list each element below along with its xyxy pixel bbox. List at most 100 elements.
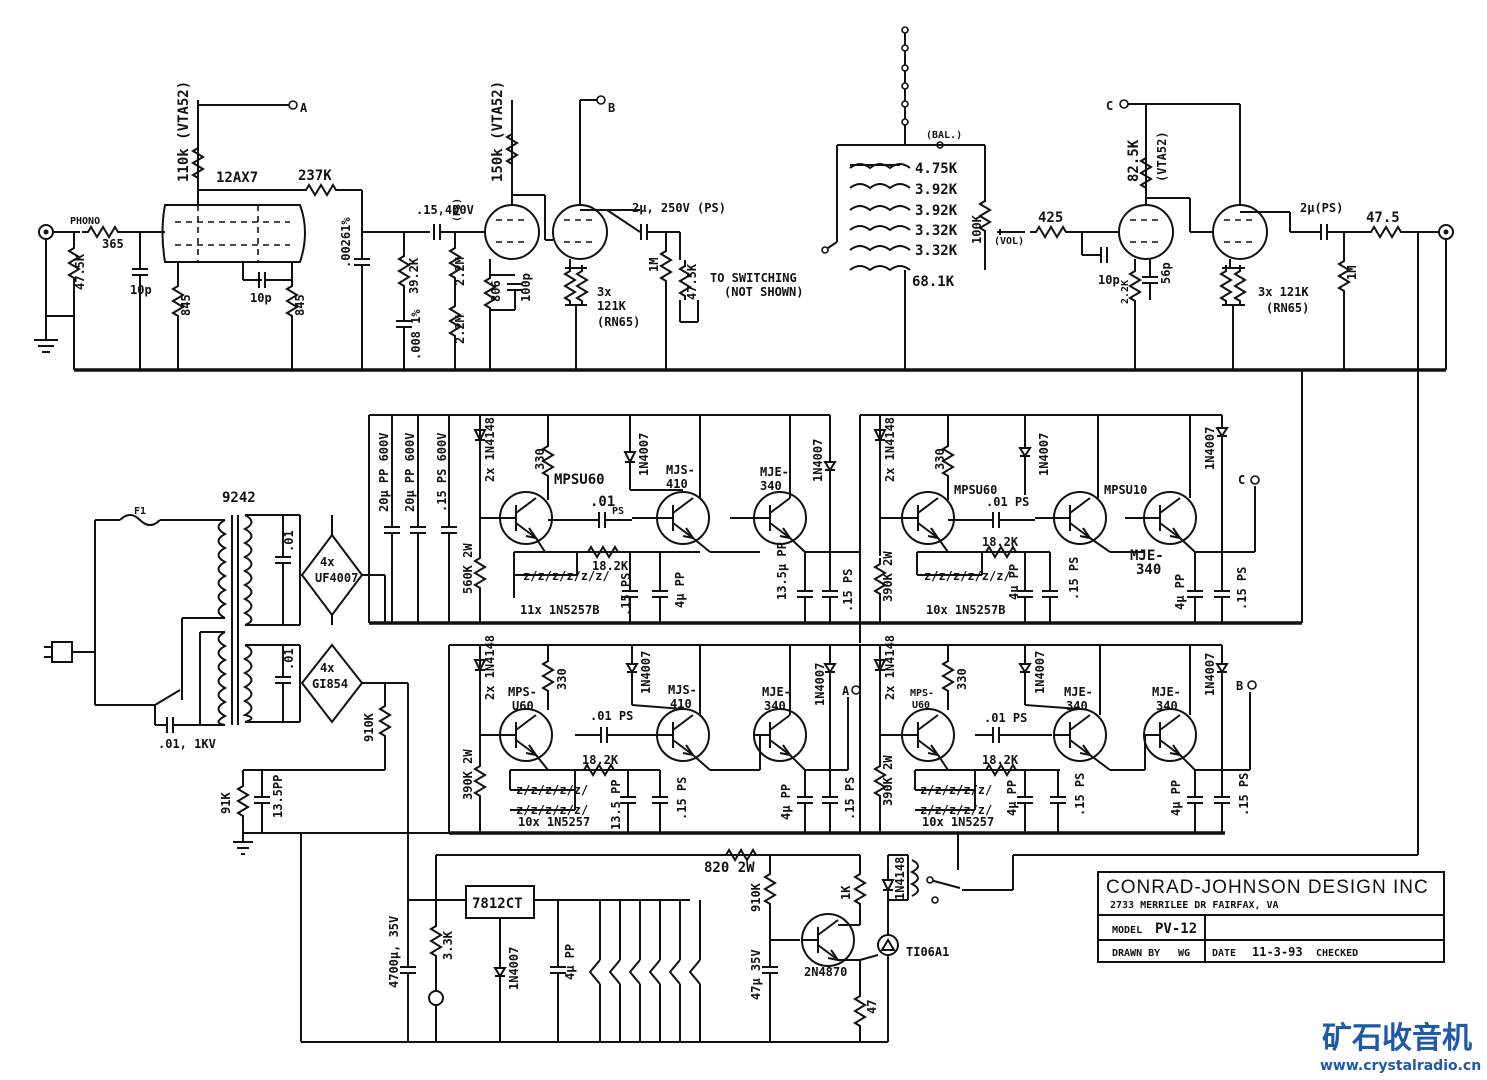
bridge-2-b: GI854 [312, 677, 348, 691]
regb-r18: 18.2K [982, 535, 1019, 549]
zener-b-glyph: z/z/z/z/z/z/ [924, 569, 1011, 583]
stage2: B .15,400V (PS) 39.2K 2.2M 2.2M .008 1% … [395, 81, 803, 370]
c-couple-2: .15,400V [416, 203, 474, 217]
r-k-3: 2.2K [1120, 280, 1131, 304]
regc-r18: 18.2K [582, 753, 619, 767]
c-k-2: 100p [519, 273, 533, 302]
terminal-a: A [300, 101, 308, 115]
led-icon [428, 990, 444, 1006]
regd-q2b: 340 [1066, 699, 1088, 713]
fuse-icon [119, 514, 161, 526]
c-net: .008 1% [409, 309, 423, 360]
transformer-label: 9242 [222, 490, 256, 506]
regd-rcap: 390K 2W [881, 755, 895, 806]
regd-q2a: MJE- [1064, 685, 1093, 699]
c-k: 10p [250, 291, 272, 305]
regc-q3a: MJE- [762, 685, 791, 699]
regb-c01: .01 PS [986, 495, 1029, 509]
c1-3: 10p [1098, 273, 1120, 287]
c-hv-2: 20µ PP 600V [403, 433, 417, 512]
low-voltage-section: 7812CT [300, 700, 1418, 1043]
zener-c-glyph-2: z/z/z/z/z/ [516, 803, 588, 817]
regc-q2b: 410 [670, 697, 692, 711]
regd-r18: 18.2K [982, 753, 1019, 767]
regb-c15: .15 PS [1067, 557, 1081, 600]
r-1m-3: 1M [1345, 266, 1359, 280]
regd-d2: 1N4007 [1203, 653, 1217, 696]
regb-r330: 330 [933, 448, 947, 470]
regb-rcap: 390K 2W [881, 551, 895, 602]
date-value: 11-3-93 [1252, 945, 1303, 959]
tube-3a-icon [1118, 204, 1174, 260]
c2-3: 56p [1159, 262, 1173, 284]
regd-q1b: U60 [912, 700, 930, 711]
model-label: MODEL [1112, 925, 1142, 936]
regc-q2a: MJS- [668, 683, 697, 697]
regb-zener: 10x 1N5257B [926, 603, 1005, 617]
power-section: F1 .01, 1KV 9242 4x UF4007 .01 [44, 414, 458, 855]
regd-q1a: MPS- [910, 688, 934, 699]
regb-q3b: 340 [1136, 562, 1161, 578]
r-k2: 845 [293, 294, 307, 316]
regb-c4ub: 4µ PP [1173, 574, 1187, 610]
c-out-2: 2µ, 250V (PS) [632, 201, 726, 215]
ground-bus [74, 368, 1446, 835]
c-couple-type: (PS) [452, 198, 463, 222]
vol-label: (VOL) [994, 236, 1024, 247]
lv-c4700: 4700µ, 35V [387, 916, 401, 988]
bridge-2-a: 4x [320, 661, 334, 675]
c-hv-1: 20µ PP 600V [377, 433, 391, 512]
regc-c01: .01 PS [590, 709, 633, 723]
zener-a-glyph: z/z/z/z/z/z/ [523, 569, 610, 583]
regulator-c: z/z/z/z/z/ z/z/z/z/z/ [449, 635, 1222, 833]
vr-2: 3.92K [915, 182, 958, 198]
rega-q1: MPSU60 [554, 472, 605, 488]
regd-r330: 330 [955, 668, 969, 690]
title-block: CONRAD-JOHNSON DESIGN INC 2733 MERRILEE … [1097, 871, 1445, 963]
rega-c4u: 4µ PP [673, 572, 687, 608]
rega-r330: 330 [533, 448, 547, 470]
bal-label: (BAL.) [926, 130, 962, 141]
bridge-1-b: UF4007 [315, 571, 358, 585]
c-couple-1: .00261% [339, 217, 353, 268]
regd-q3a: MJE- [1152, 685, 1181, 699]
r-plate: 237K [298, 168, 332, 184]
regb-q3a: MJE- [1130, 548, 1164, 564]
r-out-3: 47.5 [1366, 210, 1400, 226]
load-branches [588, 900, 701, 1042]
vr-6: 68.1K [912, 274, 955, 290]
regb-q2: MPSU10 [1104, 483, 1147, 497]
terminal-c-top: C [1106, 99, 1113, 113]
regb-diode: 2x 1N4148 [883, 417, 897, 482]
terminal-b: B [608, 101, 615, 115]
regc-c15: .15 PS [675, 777, 689, 820]
stage1: A 110k (VTA52) 12AX7 237K 845 845 10p .0… [161, 81, 430, 370]
r-load-3-note: (VTA52) [1155, 131, 1169, 182]
lv-r910k: 910K [749, 882, 763, 912]
bias-2-2: 121K [597, 299, 627, 313]
r-k-2: 806 [489, 280, 503, 302]
plug-icon [51, 641, 73, 663]
regc-q1b: U60 [512, 699, 534, 713]
regb-q1: MPSU60 [954, 483, 997, 497]
regc-q1a: MPS- [508, 685, 537, 699]
lv-q: 2N4870 [804, 965, 847, 979]
vr-4: 3.32K [915, 223, 958, 239]
r-load-1: 110k (VTA52) [176, 81, 192, 182]
bias-3-2: (RN65) [1266, 301, 1309, 315]
lv-triac: TI06A1 [906, 945, 949, 959]
phono-label: PHONO [70, 216, 100, 227]
lv-r47: 47 [865, 1000, 879, 1014]
regulator-a: z/z/z/z/z/z/ 2x [449, 414, 861, 643]
regc-c13: 13.5 PP [609, 779, 623, 830]
vol-pot: 100K [970, 214, 984, 244]
input-section: PHONO 47.5K 365 10p [34, 216, 165, 370]
regc-d1: 1N4007 [639, 651, 653, 694]
c-hv-3: .15 PS 600V [435, 433, 449, 512]
tube-2b-icon [552, 204, 608, 260]
regulator-d: z/z/z/z/z/ z/z/z/z/z/ [873, 635, 1257, 833]
r-load-3: 82.5K [1126, 139, 1142, 182]
regc-d2: 1N4007 [813, 663, 827, 706]
triac-icon [877, 934, 899, 956]
watermark-cn: 矿石收音机 [1322, 1021, 1472, 1056]
